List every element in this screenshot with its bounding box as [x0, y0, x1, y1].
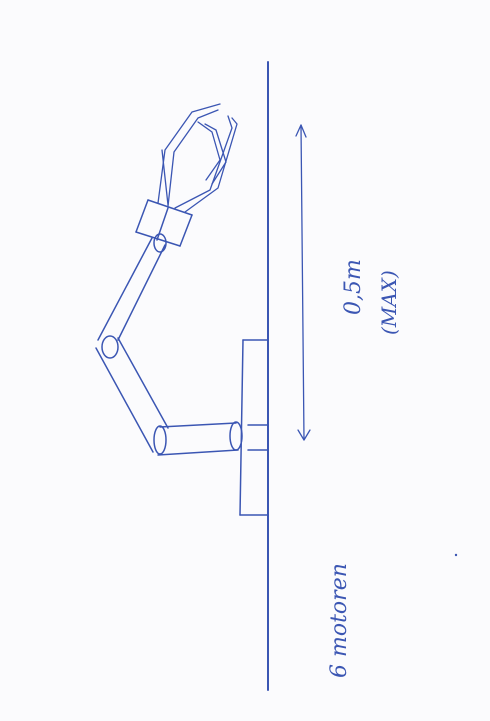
arm-segment-upper [98, 234, 166, 340]
reach-dimension-arrow [296, 125, 310, 440]
ink-dot [455, 554, 457, 556]
arm-base [240, 340, 268, 515]
arm-segment-middle [96, 336, 168, 452]
gripper [158, 104, 237, 212]
wrist-joint [154, 234, 166, 252]
wrist-block [136, 200, 192, 246]
elbow-joint [154, 426, 166, 454]
base-joint [230, 422, 242, 450]
shoulder-joint [102, 336, 118, 358]
motor-count-label: 6 motoren [327, 563, 352, 678]
reach-max-label: (MAX) [377, 270, 401, 335]
reach-value-label: 0,5m [341, 259, 366, 315]
